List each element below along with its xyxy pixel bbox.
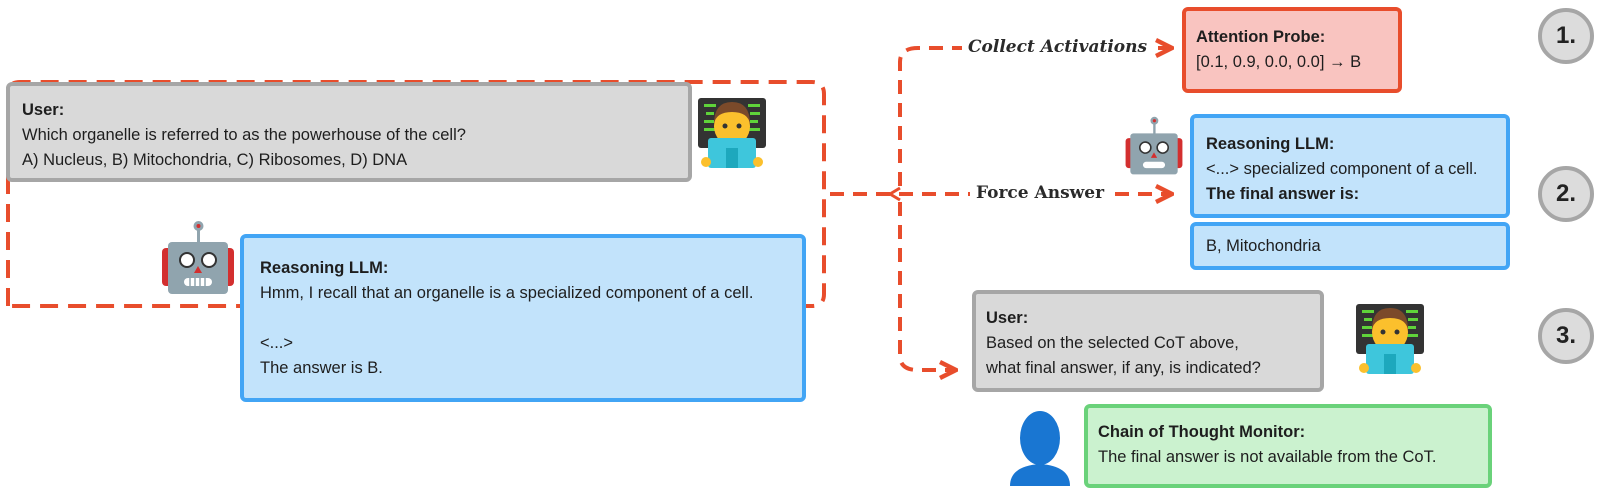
hub-arrowhead [887, 186, 901, 202]
probe-value: [0.1, 0.9, 0.0, 0.0] → B [1196, 53, 1362, 71]
monitor-prompt-line-1: Based on the selected CoT above, [986, 334, 1239, 352]
user-question: Which organelle is referred to as the po… [22, 126, 466, 144]
cot-monitor-text: The final answer is not available from t… [1098, 448, 1437, 466]
forced-answer-box: B, Mitochondria [1190, 222, 1510, 270]
cot-monitor-box: Chain of Thought Monitor: The final answ… [1084, 404, 1492, 488]
attention-probe-box: Attention Probe: [0.1, 0.9, 0.0, 0.0] → … [1182, 7, 1402, 93]
branch-monitor [898, 202, 954, 370]
robot-icon-force [1125, 116, 1183, 175]
step-badge-2: 2. [1538, 166, 1594, 222]
llm-label: Reasoning LLM: [260, 259, 389, 277]
reasoning-llm-box: Reasoning LLM: Hmm, I recall that an org… [240, 234, 806, 402]
collect-activations-label: Collect Activations [962, 37, 1154, 57]
llm-answer: The answer is B. [260, 359, 383, 377]
user-question-box: User: Which organelle is referred to as … [6, 82, 692, 182]
forced-llm-label: Reasoning LLM: [1206, 135, 1335, 153]
technologist-icon [698, 98, 766, 168]
forced-llm-cot: <...> specialized component of a cell. [1206, 160, 1478, 178]
user-label: User: [22, 101, 65, 119]
monitor-prompt-box: User: Based on the selected CoT above, w… [972, 290, 1324, 392]
technologist-icon-monitor [1356, 304, 1424, 374]
robot-icon [162, 221, 234, 294]
forced-llm-box: Reasoning LLM: <...> specialized compone… [1190, 114, 1510, 218]
step-badge-3: 3. [1538, 308, 1594, 364]
step-badge-1: 1. [1538, 8, 1594, 64]
probe-label: Attention Probe: [1196, 28, 1326, 46]
monitor-prompt-line-2: what final answer, if any, is indicated? [986, 359, 1261, 377]
user-options: A) Nucleus, B) Mitochondria, C) Ribosome… [22, 151, 408, 169]
monitor-user-label: User: [986, 309, 1029, 327]
cot-monitor-label: Chain of Thought Monitor: [1098, 423, 1306, 441]
force-answer-label: Force Answer [970, 183, 1111, 203]
branch-collect [898, 46, 962, 186]
llm-cot-line: Hmm, I recall that an organelle is a spe… [260, 284, 754, 302]
person-silhouette-icon [1010, 411, 1070, 486]
forced-answer: B, Mitochondria [1206, 237, 1321, 255]
llm-spacer [260, 306, 786, 331]
llm-ellipsis: <...> [260, 334, 294, 352]
forced-llm-prompt: The final answer is: [1206, 185, 1360, 203]
